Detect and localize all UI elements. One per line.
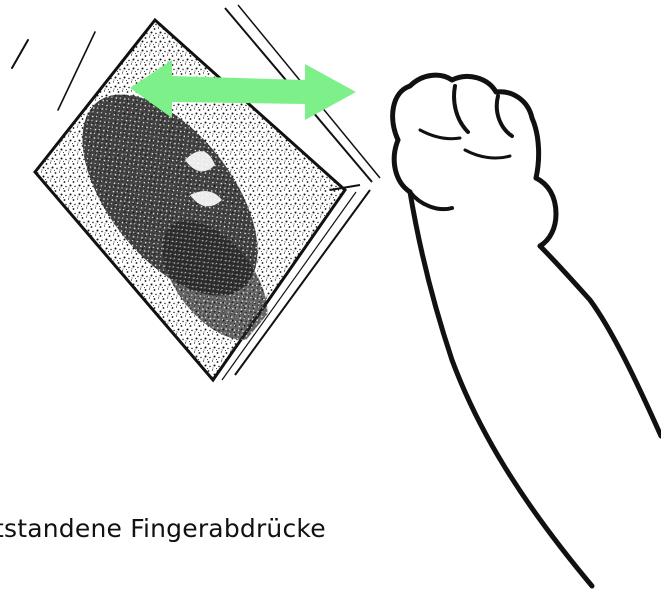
fist-hand-icon <box>393 75 661 586</box>
stray-lines <box>12 32 95 110</box>
caption-text: tstandene Fingerabdrücke <box>0 514 326 543</box>
glass-slide-icon <box>35 5 380 380</box>
